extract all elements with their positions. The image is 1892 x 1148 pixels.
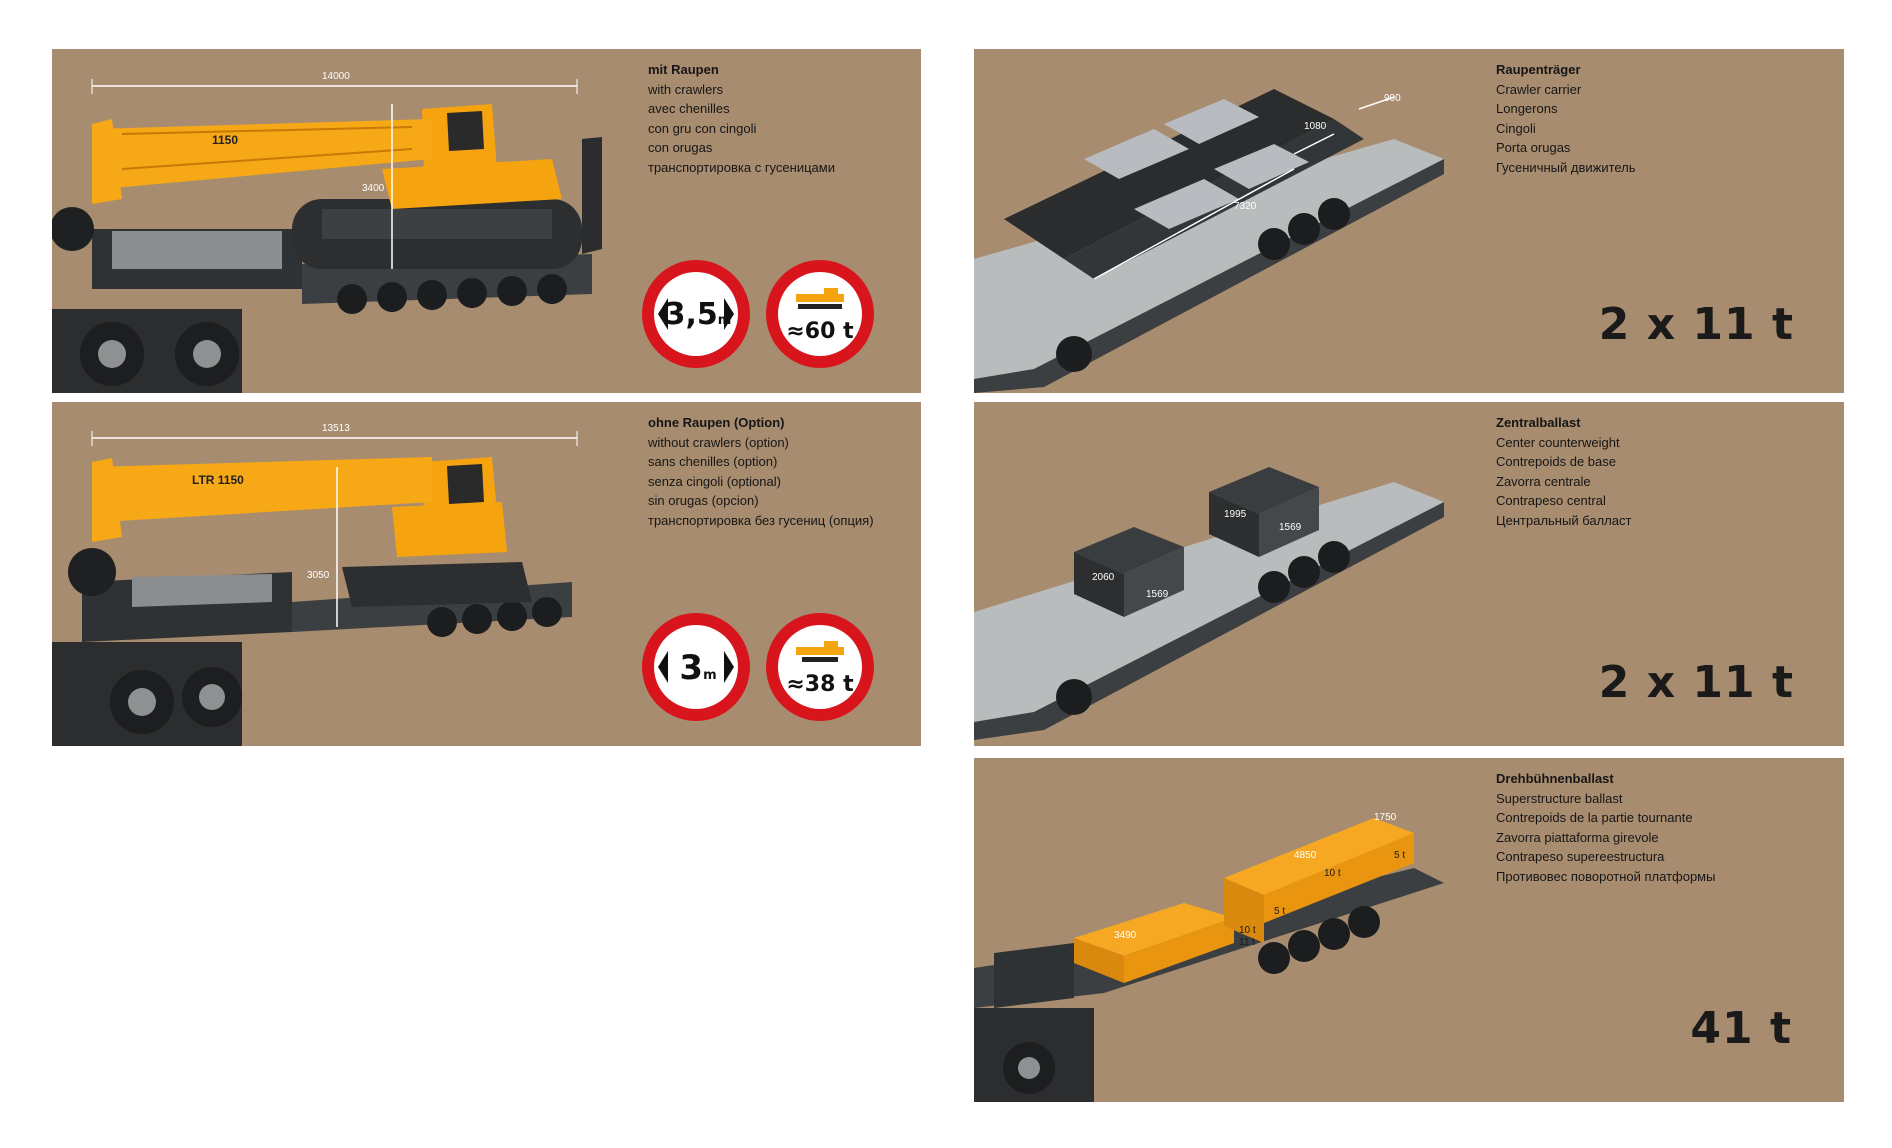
center-counterweight-illustration: 2060 1569 1995 1569 xyxy=(974,467,1444,740)
dimension-d: 1569 xyxy=(1279,522,1302,533)
panel-superstructure-ballast: 3490 4850 1750 10 t 11 t 5 t 10 t 5 t Dr… xyxy=(974,758,1844,1102)
panel-text: ohne Raupen (Option) without crawlers (o… xyxy=(648,413,874,531)
weight-limit-sign: ≈60 t xyxy=(766,260,874,368)
text-line: Center counterweight xyxy=(1496,434,1620,450)
panel-text: Drehbühnenballast Superstructure ballast… xyxy=(1496,769,1715,887)
text-line: транспортировка без гусениц (опция) xyxy=(648,512,874,528)
weight-label: 2 x 11 t xyxy=(1598,657,1794,708)
panel-heading: Zentralballast xyxy=(1496,415,1581,430)
text-line: Contrepoids de la partie tournante xyxy=(1496,810,1693,826)
text-line: sin orugas (opcion) xyxy=(648,493,759,509)
dimension-a: 3490 xyxy=(1114,930,1137,941)
text-line: Longerons xyxy=(1496,101,1558,117)
weight-limit-sign: ≈38 t xyxy=(766,613,874,721)
text-line: avec chenilles xyxy=(648,101,730,117)
dimension-a: 2060 xyxy=(1092,572,1115,583)
dimension-height: 900 xyxy=(1384,93,1401,104)
width-unit: m xyxy=(718,313,732,328)
text-line: Центральный балласт xyxy=(1496,512,1632,528)
dimension-b: 4850 xyxy=(1294,850,1317,861)
width-limit-sign: 3,5m xyxy=(642,260,750,368)
text-line: Cingoli xyxy=(1496,120,1536,136)
dimension-length: 13513 xyxy=(322,423,350,434)
weight-label: 2 x 11 t xyxy=(1598,299,1794,350)
text-line: without crawlers (option) xyxy=(648,434,789,450)
panel-crane-with-crawlers: 1150 14000 3400 mit Raupen with crawlers… xyxy=(52,49,921,393)
width-value: 3 xyxy=(679,648,703,688)
width-value: 3,5 xyxy=(665,297,718,332)
weight-5t-label: 5 t xyxy=(1274,906,1285,917)
boom-label: LTR 1150 xyxy=(192,473,244,487)
dimension-c: 1750 xyxy=(1374,812,1397,823)
text-line: Гусеничный движитель xyxy=(1496,159,1636,175)
crawler-carrier-illustration: 7320 1080 900 xyxy=(974,89,1444,393)
weight-10t-label-2: 10 t xyxy=(1324,868,1341,879)
text-line: senza cingoli (optional) xyxy=(648,473,781,489)
weight-5t-label-2: 5 t xyxy=(1394,850,1405,861)
weight-10t-label: 10 t xyxy=(1239,925,1256,936)
panel-text: mit Raupen with crawlers avec chenilles … xyxy=(648,60,835,178)
dimension-b: 1569 xyxy=(1146,589,1169,600)
text-line: Противовес поворотной платформы xyxy=(1496,868,1716,884)
panel-crawler-carrier: 7320 1080 900 Raupenträger Crawler carri… xyxy=(974,49,1844,393)
panel-heading: Drehbühnenballast xyxy=(1496,771,1614,786)
dimension-height: 3050 xyxy=(307,570,330,581)
text-line: транспортировка с гусеницами xyxy=(648,159,835,175)
width-unit: m xyxy=(703,668,717,683)
crane-without-crawlers-illustration: LTR 1150 13513 3050 xyxy=(52,423,578,746)
text-line: Crawler carrier xyxy=(1496,81,1582,97)
superstructure-ballast-illustration: 3490 4850 1750 10 t 11 t 5 t 10 t 5 t xyxy=(974,812,1444,1102)
weight-11t-label: 11 t xyxy=(1239,937,1255,948)
crane-pictogram-icon xyxy=(796,288,844,309)
width-limit-sign: 3m xyxy=(642,613,750,721)
dimension-length: 14000 xyxy=(322,71,350,82)
text-line: Zavorra piattaforma girevole xyxy=(1496,829,1659,845)
svg-text:3m: 3m xyxy=(679,648,716,688)
weight-value: ≈60 t xyxy=(786,319,854,344)
dimension-length: 7320 xyxy=(1234,201,1257,212)
text-line: with crawlers xyxy=(648,81,724,97)
text-line: sans chenilles (option) xyxy=(648,454,778,470)
weight-label: 41 t xyxy=(1690,1003,1792,1054)
text-line: Zavorra centrale xyxy=(1496,473,1591,489)
weight-value: ≈38 t xyxy=(786,672,854,697)
panel-heading: Raupenträger xyxy=(1496,62,1581,77)
text-line: Contrepoids de base xyxy=(1496,454,1616,470)
text-line: con orugas xyxy=(648,140,713,156)
svg-text:3,5m: 3,5m xyxy=(665,297,732,332)
panel-heading: mit Raupen xyxy=(648,62,719,77)
text-line: Contrapeso central xyxy=(1496,493,1606,509)
dimension-height: 3400 xyxy=(362,183,385,194)
panel-crane-without-crawlers: LTR 1150 13513 3050 ohne Raupen (Option)… xyxy=(52,402,921,746)
crane-with-crawlers-illustration: 1150 14000 3400 xyxy=(52,71,602,393)
crane-pictogram-icon xyxy=(796,641,844,662)
dimension-c: 1995 xyxy=(1224,509,1247,520)
panel-heading: ohne Raupen (Option) xyxy=(648,415,785,430)
boom-label: 1150 xyxy=(212,133,238,147)
panel-center-counterweight: 2060 1569 1995 1569 Zentralballast Cente… xyxy=(974,402,1844,746)
text-line: Porta orugas xyxy=(1496,140,1571,156)
panel-text: Raupenträger Crawler carrier Longerons C… xyxy=(1496,60,1636,178)
panel-text: Zentralballast Center counterweight Cont… xyxy=(1496,413,1631,531)
text-line: con gru con cingoli xyxy=(648,120,757,136)
text-line: Contrapeso supereestructura xyxy=(1496,849,1665,865)
text-line: Superstructure ballast xyxy=(1496,790,1623,806)
dimension-width: 1080 xyxy=(1304,121,1327,132)
